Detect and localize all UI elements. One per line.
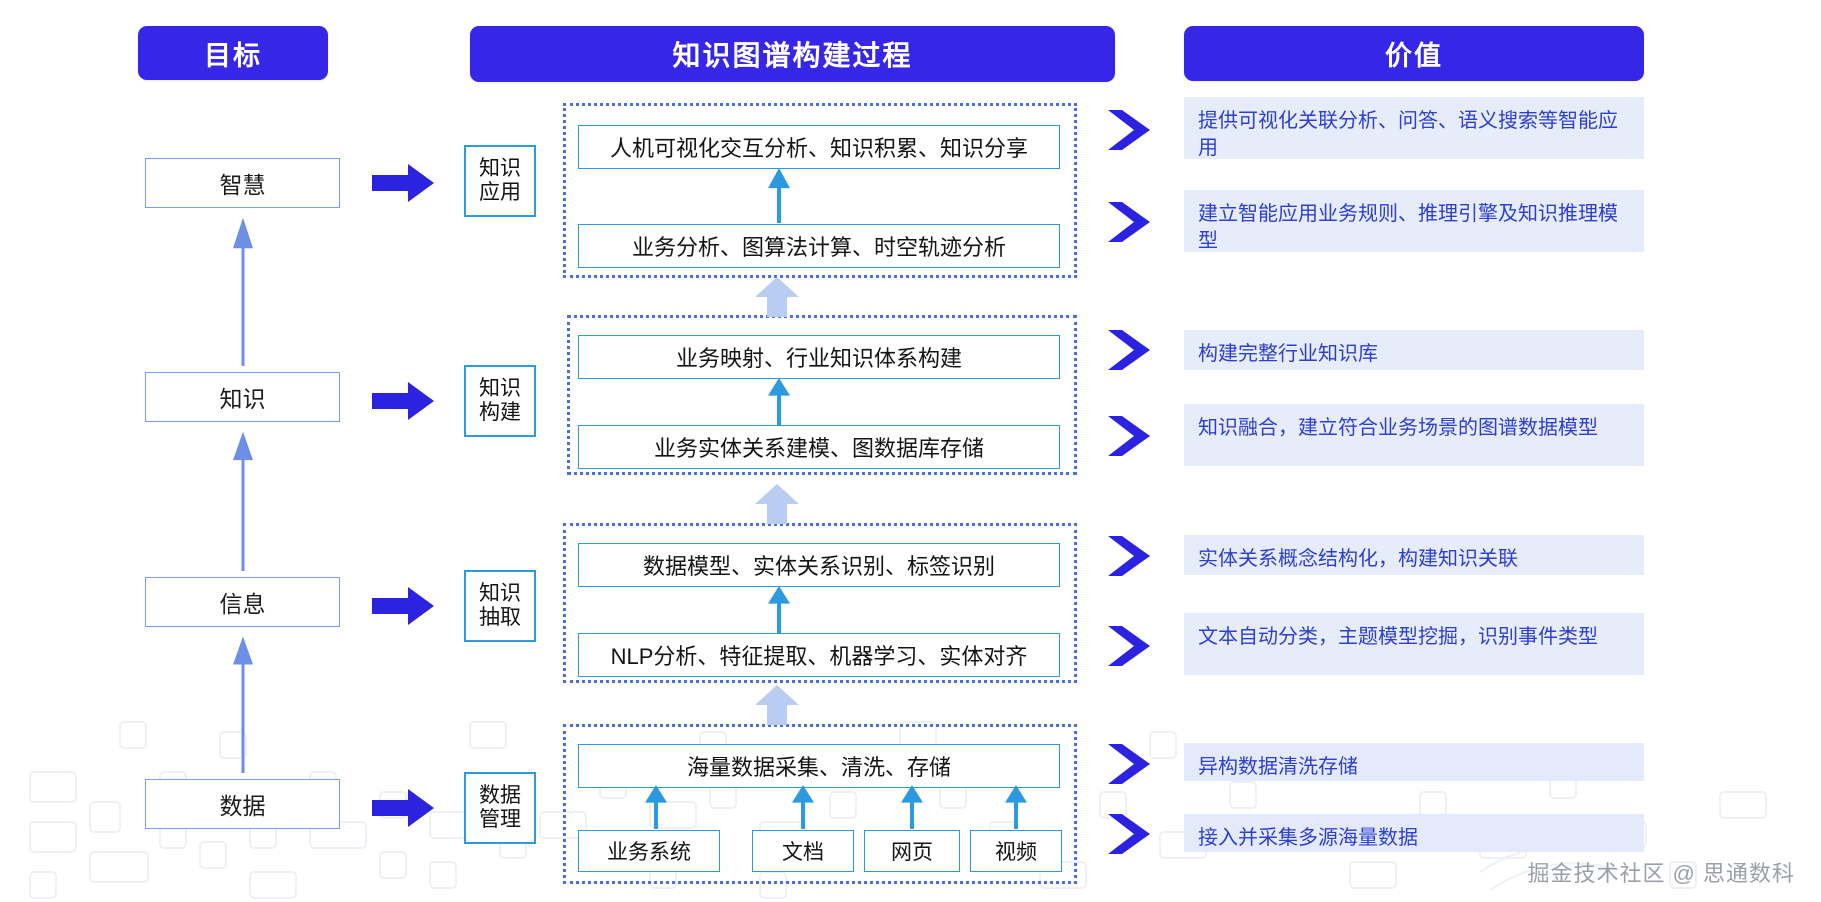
- process-box-label: 数据模型、实体关系识别、标签识别: [642, 554, 995, 579]
- value-text: 异构数据清洗存储: [1198, 756, 1358, 778]
- goal-label: 数据: [219, 793, 266, 819]
- goal-label: 知识: [219, 386, 266, 412]
- arrow-right-icon: [372, 382, 434, 420]
- process-box-top: 人机可视化交互分析、知识积累、知识分享: [578, 125, 1060, 169]
- chevron-right-icon: [1108, 416, 1150, 456]
- chevron-right-icon: [1108, 814, 1150, 854]
- stage-line-1: 知识: [479, 156, 521, 180]
- chevron-right-icon: [1108, 202, 1150, 242]
- header-goal-label: 目标: [204, 40, 262, 71]
- chevron-right-icon: [1108, 626, 1150, 666]
- process-box-bottom: 业务实体关系建模、图数据库存储: [578, 425, 1060, 469]
- stage-box-knowledge-extraction: 知识 抽取: [464, 570, 536, 642]
- arrow-right-icon: [372, 789, 434, 827]
- stage-box-data-management: 数据 管理: [464, 772, 536, 844]
- value-text: 提供可视化关联分析、问答、语义搜索等智能应用: [1198, 110, 1618, 159]
- arrow-up-icon: [768, 378, 790, 426]
- process-box-label: NLP分析、特征提取、机器学习、实体对齐: [610, 644, 1028, 669]
- chevron-right-icon: [1108, 110, 1150, 150]
- value-box: 异构数据清洗存储: [1184, 743, 1644, 781]
- header-value-label: 价值: [1385, 41, 1443, 71]
- process-box-label: 人机可视化交互分析、知识积累、知识分享: [609, 136, 1028, 161]
- source-label: 网页: [891, 841, 933, 864]
- process-group-data-management: [563, 724, 1077, 884]
- chevron-right-icon: [1108, 744, 1150, 784]
- stage-line-1: 数据: [479, 783, 521, 807]
- arrow-up-pale-icon: [755, 685, 799, 725]
- process-box-top: 业务映射、行业知识体系构建: [578, 335, 1060, 379]
- arrow-up-icon: [901, 785, 923, 829]
- value-box: 文本自动分类，主题模型挖掘，识别事件类型: [1184, 613, 1644, 675]
- goal-label: 智慧: [219, 172, 266, 198]
- source-box-webpage: 网页: [864, 830, 960, 872]
- stage-line-2: 构建: [479, 401, 521, 424]
- process-box-label: 业务实体关系建模、图数据库存储: [653, 436, 984, 461]
- source-label: 文档: [782, 841, 824, 864]
- arrow-up-icon: [792, 785, 814, 829]
- source-label: 业务系统: [607, 841, 691, 864]
- watermark: 掘金技术社区 @ 思通数科: [1527, 861, 1795, 886]
- value-box: 实体关系概念结构化，构建知识关联: [1184, 535, 1644, 575]
- goal-box-knowledge: 知识: [145, 372, 340, 422]
- source-box-document: 文档: [752, 830, 854, 872]
- process-box-label: 业务映射、行业知识体系构建: [675, 346, 962, 371]
- arrow-up-icon: [233, 431, 253, 571]
- value-box: 构建完整行业知识库: [1184, 330, 1644, 370]
- header-pill-process: 知识图谱构建过程: [470, 26, 1115, 82]
- goal-box-data: 数据: [145, 779, 340, 829]
- source-box-business-system: 业务系统: [578, 830, 720, 872]
- goal-box-information: 信息: [145, 577, 340, 627]
- value-text: 接入并采集多源海量数据: [1198, 827, 1418, 849]
- process-box-bottom: NLP分析、特征提取、机器学习、实体对齐: [578, 633, 1060, 677]
- process-box-top: 数据模型、实体关系识别、标签识别: [578, 543, 1060, 587]
- value-box: 知识融合，建立符合业务场景的图谱数据模型: [1184, 404, 1644, 466]
- stage-line-1: 知识: [479, 581, 521, 605]
- process-group-knowledge-application: [563, 103, 1077, 278]
- header-pill-value: 价值: [1184, 26, 1644, 81]
- source-box-video: 视频: [970, 830, 1062, 872]
- header-process-label: 知识图谱构建过程: [672, 40, 913, 71]
- value-text: 构建完整行业知识库: [1198, 343, 1378, 365]
- process-box-top: 海量数据采集、清洗、存储: [578, 744, 1060, 788]
- source-label: 视频: [995, 841, 1037, 864]
- value-box: 接入并采集多源海量数据: [1184, 814, 1644, 852]
- goal-label: 信息: [219, 591, 266, 617]
- value-box: 建立智能应用业务规则、推理引擎及知识推理模型: [1184, 190, 1644, 252]
- arrow-up-icon: [768, 168, 790, 223]
- chevron-right-icon: [1108, 330, 1150, 370]
- value-text: 知识融合，建立符合业务场景的图谱数据模型: [1198, 417, 1598, 439]
- value-text: 文本自动分类，主题模型挖掘，识别事件类型: [1198, 626, 1598, 648]
- arrow-up-icon: [645, 785, 667, 829]
- arrow-up-pale-icon: [755, 277, 799, 317]
- header-pill-goal: 目标: [138, 26, 328, 80]
- process-box-label: 海量数据采集、清洗、存储: [686, 755, 951, 780]
- arrow-right-icon: [372, 164, 434, 202]
- arrow-right-icon: [372, 587, 434, 625]
- stage-line-2: 抽取: [479, 606, 521, 629]
- process-group-knowledge-extraction: [563, 523, 1077, 683]
- process-box-bottom: 业务分析、图算法计算、时空轨迹分析: [578, 224, 1060, 268]
- arrow-up-icon: [1005, 785, 1027, 829]
- value-text: 实体关系概念结构化，构建知识关联: [1198, 548, 1518, 570]
- process-box-label: 业务分析、图算法计算、时空轨迹分析: [631, 235, 1006, 260]
- value-box: 提供可视化关联分析、问答、语义搜索等智能应用: [1184, 97, 1644, 159]
- arrow-up-icon: [768, 586, 790, 634]
- arrow-up-icon: [233, 217, 253, 366]
- stage-line-2: 应用: [479, 181, 521, 204]
- process-group-knowledge-construction: [567, 315, 1077, 475]
- chevron-right-icon: [1108, 536, 1150, 576]
- goal-box-wisdom: 智慧: [145, 158, 340, 208]
- stage-box-knowledge-application: 知识 应用: [464, 145, 536, 217]
- arrow-up-icon: [233, 636, 253, 773]
- stage-box-knowledge-construction: 知识 构建: [464, 365, 536, 437]
- value-text: 建立智能应用业务规则、推理引擎及知识推理模型: [1198, 203, 1618, 252]
- stage-line-1: 知识: [479, 376, 521, 400]
- stage-line-2: 管理: [479, 808, 521, 831]
- arrow-up-pale-icon: [755, 484, 799, 524]
